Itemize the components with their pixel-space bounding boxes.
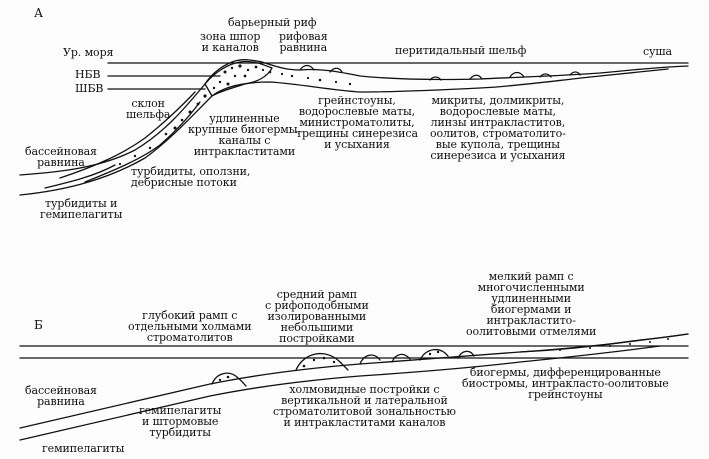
mounds-label: холмовидные постройки с вертикальной и л…: [273, 383, 456, 429]
bioherms-label: удлиненные крупные биогермы, каналы с ин…: [188, 112, 301, 158]
micrites-label: микриты, долмикриты, водорослевые маты, …: [430, 94, 566, 162]
shallow-ramp-mound-3: [457, 350, 475, 359]
barrier-reef-label: барьерный риф: [228, 16, 317, 29]
peritidal-shelf-label: перитидальный шельф: [395, 44, 527, 57]
middle-ramp-mound-1: [295, 352, 349, 371]
shallow-ramp-mound-1: [391, 353, 411, 363]
slope-channel-2: [84, 101, 201, 183]
shallow-ramp-wedge: [519, 333, 689, 353]
shbv-label: ШБВ: [75, 82, 104, 95]
shallow-ramp-label: мелкий рамп с многочисленными удлиненным…: [466, 270, 597, 338]
land-label: суша: [643, 45, 673, 58]
basin-plain-label-a: бассейновая равнина: [25, 145, 97, 169]
shelf-slope-label: склон шельфа: [126, 97, 171, 121]
hemipelagites-label: гемипелагиты: [42, 442, 125, 455]
deep-ramp-mound: [211, 372, 247, 387]
panel-b-letter: Б: [34, 318, 43, 332]
shallow-ramp-mound-2: [419, 349, 449, 361]
basin-plain-label-b: бассейновая равнина: [25, 384, 97, 408]
bioherms-biostromes-label: биогермы, дифференцированные биостромы, …: [462, 366, 669, 401]
grainstones-label: грейнстоуны, водорослевые маты, министро…: [296, 94, 418, 151]
hemipelagites-storm-label: гемипелагиты и штормовые турбидиты: [139, 404, 222, 439]
reef-body-outline: [204, 60, 273, 97]
middle-ramp-mound-2: [359, 354, 381, 365]
panel-a-drawing: [19, 59, 689, 196]
slope-channel-3: [44, 164, 116, 189]
sea-level-label: Ур. моря: [63, 46, 114, 59]
deep-ramp-label: глубокий рамп с отдельными холмами стром…: [128, 309, 252, 344]
middle-ramp-label: средний рамп с рифоподобными изолированн…: [265, 288, 369, 345]
panel-a-letter: А: [34, 6, 43, 20]
turbidites-slides-label: турбидиты, оползни, дебрисные потоки: [131, 165, 251, 189]
spur-groove-zone-label: зона шпор и каналов: [200, 30, 261, 54]
reef-flat-label: рифовая равнина: [279, 30, 328, 54]
slope-channel-1: [59, 91, 196, 179]
shelf-profile-lower: [19, 68, 669, 196]
nbv-label: НБВ: [75, 68, 101, 81]
turbidites-hemipelagites-label: турбидиты и гемипелагиты: [40, 197, 123, 221]
shelf-bumps: [299, 64, 581, 81]
panel-b-drawing: [19, 333, 689, 441]
rubble-texture: [118, 64, 669, 382]
ramp-profile-lower: [19, 345, 661, 441]
shelf-profile-upper: [19, 59, 689, 176]
